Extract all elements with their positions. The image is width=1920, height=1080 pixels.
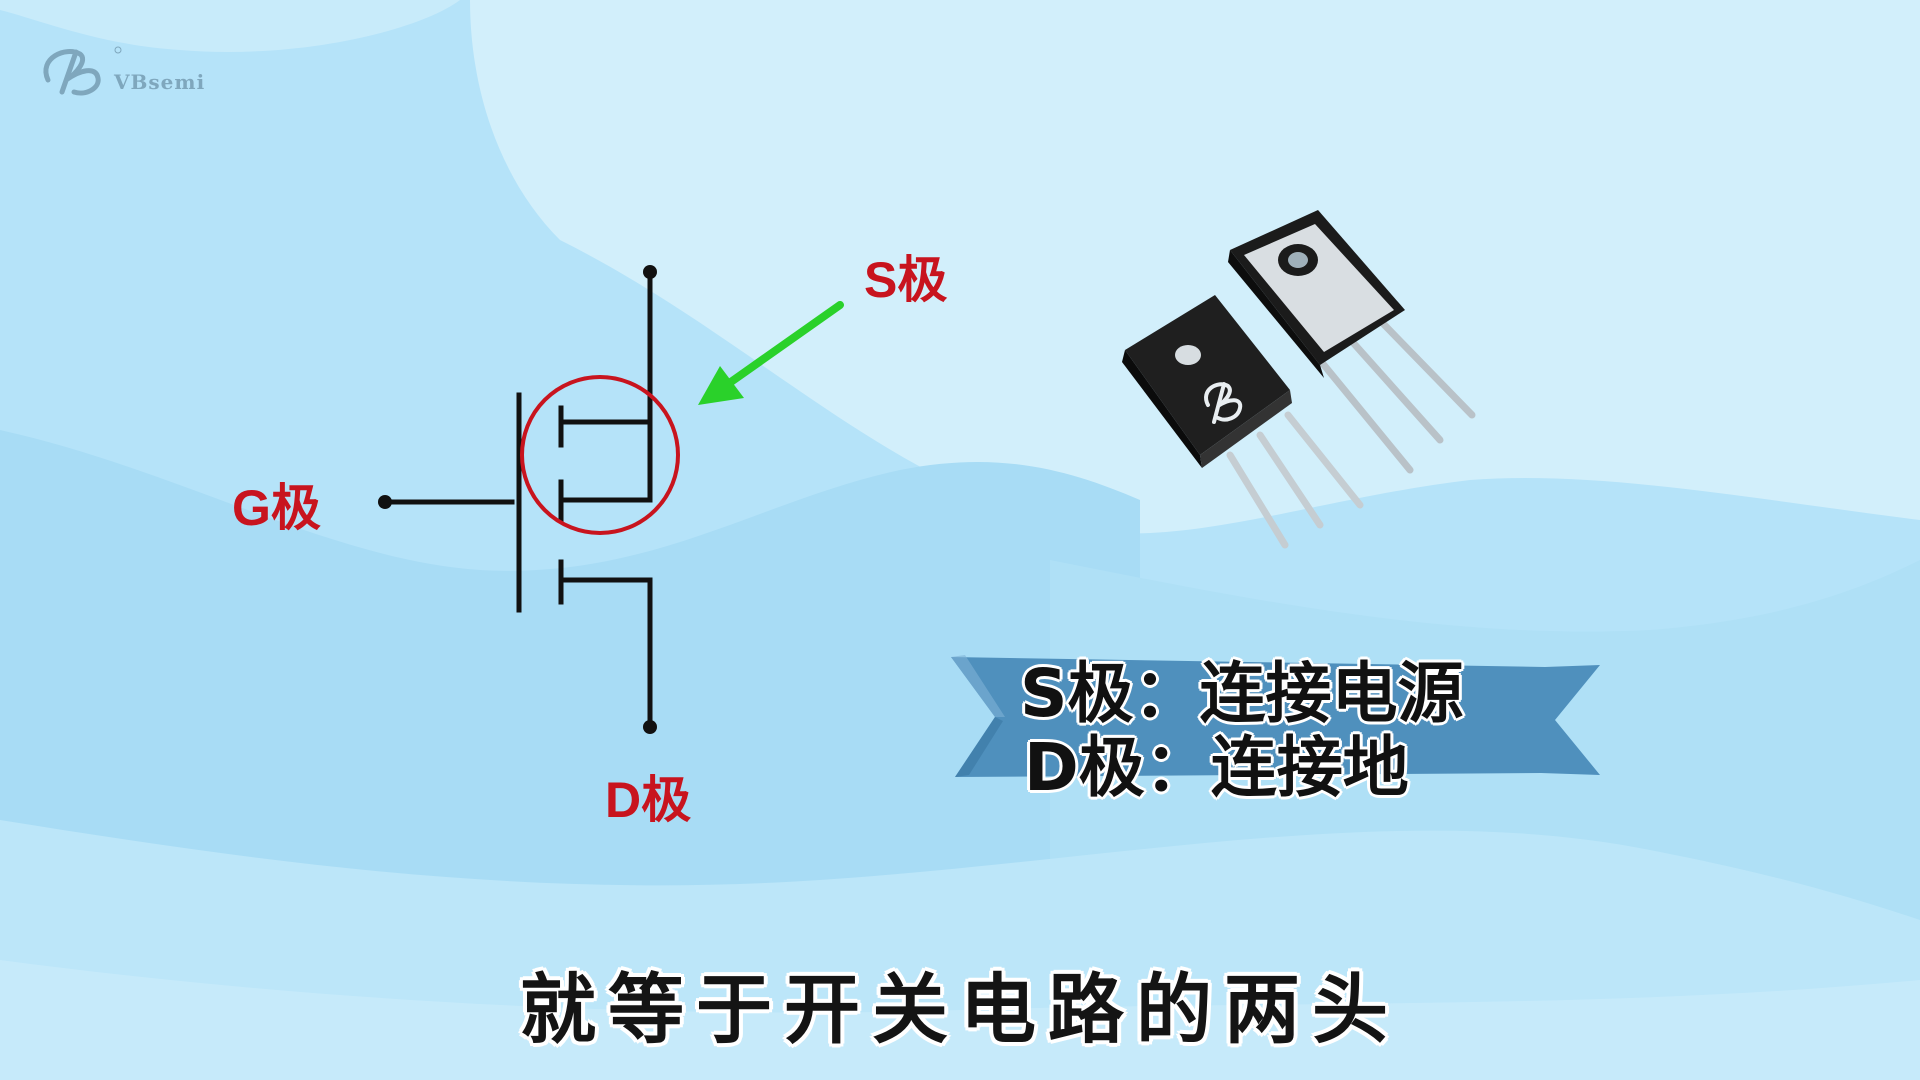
drain-pin-label: D极 [605, 772, 692, 828]
package-back [1228, 210, 1476, 474]
gate-pin-label: G极 [232, 480, 321, 536]
package-front [1122, 295, 1364, 549]
banner-drain-text: D极：连接地 [1024, 729, 1409, 806]
drain-terminal-dot [643, 720, 657, 734]
info-ribbon [951, 655, 1600, 777]
pointer-arrow-icon [698, 301, 844, 405]
highlight-circle [520, 375, 680, 535]
source-pin-label: S极 [864, 252, 948, 308]
brand-name: VBsemi [114, 70, 206, 94]
banner-source-text: S极：连接电源 [1020, 655, 1464, 732]
gate-terminal-dot [378, 495, 392, 509]
subtitle-caption: 就等于开关电路的两头 [520, 965, 1400, 1054]
vbsemi-logo-icon [43, 46, 122, 96]
source-terminal-dot [643, 265, 657, 279]
to-247-mosfet-package-icon [1122, 210, 1476, 549]
schematic-wires [382, 269, 653, 730]
